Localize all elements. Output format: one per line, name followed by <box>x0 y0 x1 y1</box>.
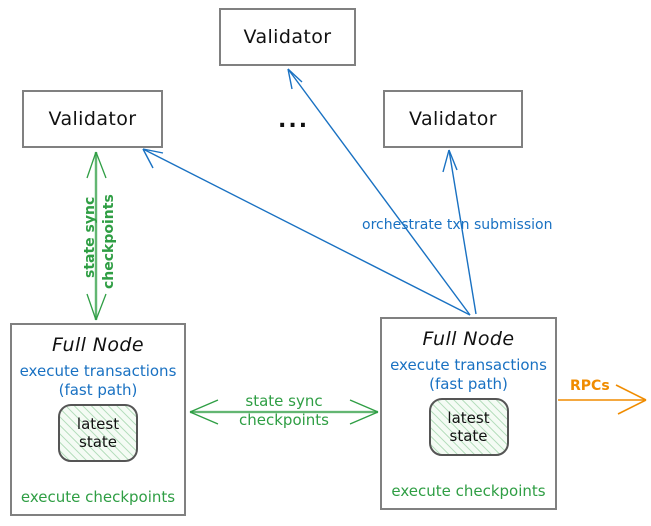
fullnode-right-state-line1: latest <box>447 408 490 427</box>
fullnode-left-blue-line2: (fast path) <box>58 380 138 399</box>
edge-label-state-sync-horizontal-line2: checkpoints <box>239 410 329 429</box>
validator-top-label: Validator <box>243 26 332 48</box>
node-fullnode-left[interactable]: Full Node execute transactions (fast pat… <box>10 323 186 516</box>
fullnode-right-state-line2: state <box>449 426 488 445</box>
validator-left-label: Validator <box>48 108 137 130</box>
edge-label-state-sync-vertical-line2: checkpoints <box>101 194 117 289</box>
fullnode-right-blue-text: execute transactions (fast path) <box>390 356 547 394</box>
edge-label-orchestrate-txn-submission: orchestrate txn submission <box>362 217 553 233</box>
fullnode-left-state-line1: latest <box>76 414 120 433</box>
edge-label-rpcs: RPCs <box>570 378 610 394</box>
fullnode-right-blue-line2: (fast path) <box>429 374 508 393</box>
node-validator-top[interactable]: Validator <box>219 8 356 66</box>
fullnode-right-green-text: execute checkpoints <box>391 482 546 500</box>
edge-label-state-sync-horizontal: state sync checkpoints <box>224 392 344 430</box>
fullnode-left-latest-state[interactable]: latest state <box>58 403 138 462</box>
fullnode-left-green-text: execute checkpoints <box>20 488 176 506</box>
node-fullnode-right[interactable]: Full Node execute transactions (fast pat… <box>380 317 557 510</box>
validator-right-label: Validator <box>409 108 497 130</box>
edge-label-state-sync-horizontal-line1: state sync <box>245 392 323 410</box>
node-validator-left[interactable]: Validator <box>22 90 163 148</box>
fullnode-right-title: Full Node <box>422 328 515 350</box>
fullnode-left-blue-text: execute transactions (fast path) <box>20 362 177 400</box>
fullnode-right-blue-line1: execute transactions <box>390 356 547 374</box>
fullnode-right-latest-state[interactable]: latest state <box>428 397 509 456</box>
validators-ellipsis: ... <box>278 108 310 133</box>
fullnode-left-blue-line1: execute transactions <box>19 362 177 380</box>
fullnode-left-title: Full Node <box>52 334 144 356</box>
fullnode-left-state-line2: state <box>79 432 117 451</box>
node-validator-right[interactable]: Validator <box>383 90 523 148</box>
edge-label-state-sync-vertical-line1: state sync <box>82 196 98 278</box>
